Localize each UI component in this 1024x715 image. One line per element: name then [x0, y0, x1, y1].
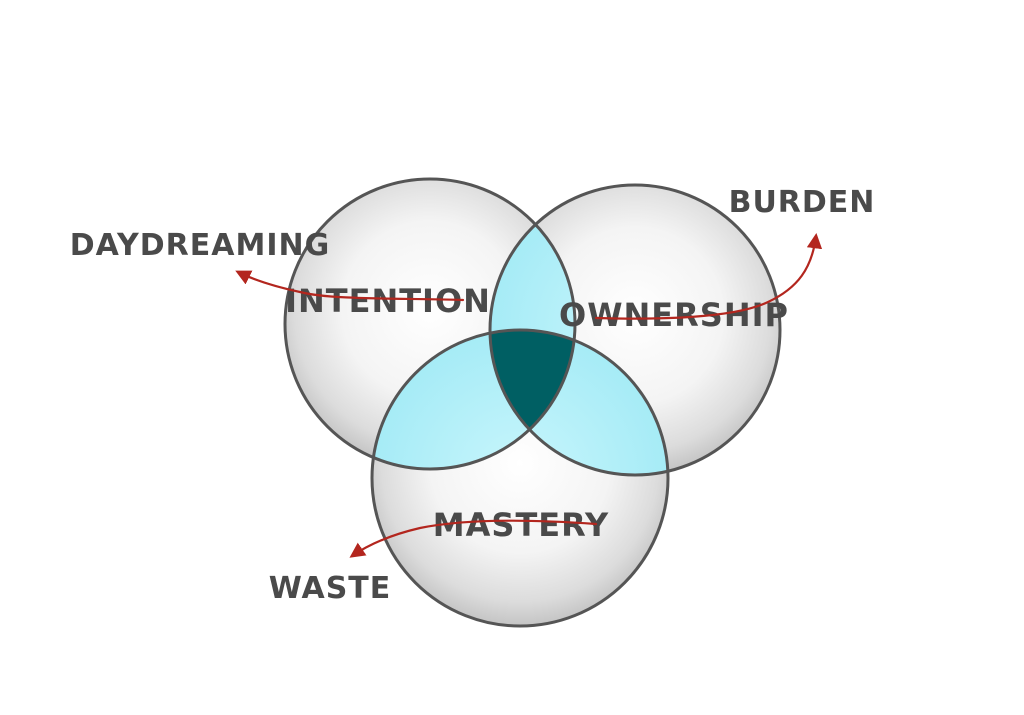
waste-label: WASTE	[269, 571, 392, 606]
overlap-intention-mastery	[372, 330, 575, 469]
mastery-strike-arrow	[349, 519, 598, 558]
mastery-outline	[370, 328, 670, 628]
ownership-outline	[488, 183, 782, 477]
ownership-strike-arrow	[594, 232, 823, 320]
ownership-label: OWNERSHIP	[559, 296, 789, 334]
daydreaming-label: DAYDREAMING	[70, 228, 330, 263]
burden-label: BURDEN	[729, 185, 876, 220]
intention-label: INTENTION	[285, 282, 491, 320]
intention-outline	[283, 177, 577, 471]
mastery-label: MASTERY	[433, 506, 609, 544]
intention-strike-arrow	[235, 270, 465, 302]
overlap-ownership-mastery	[490, 330, 668, 475]
